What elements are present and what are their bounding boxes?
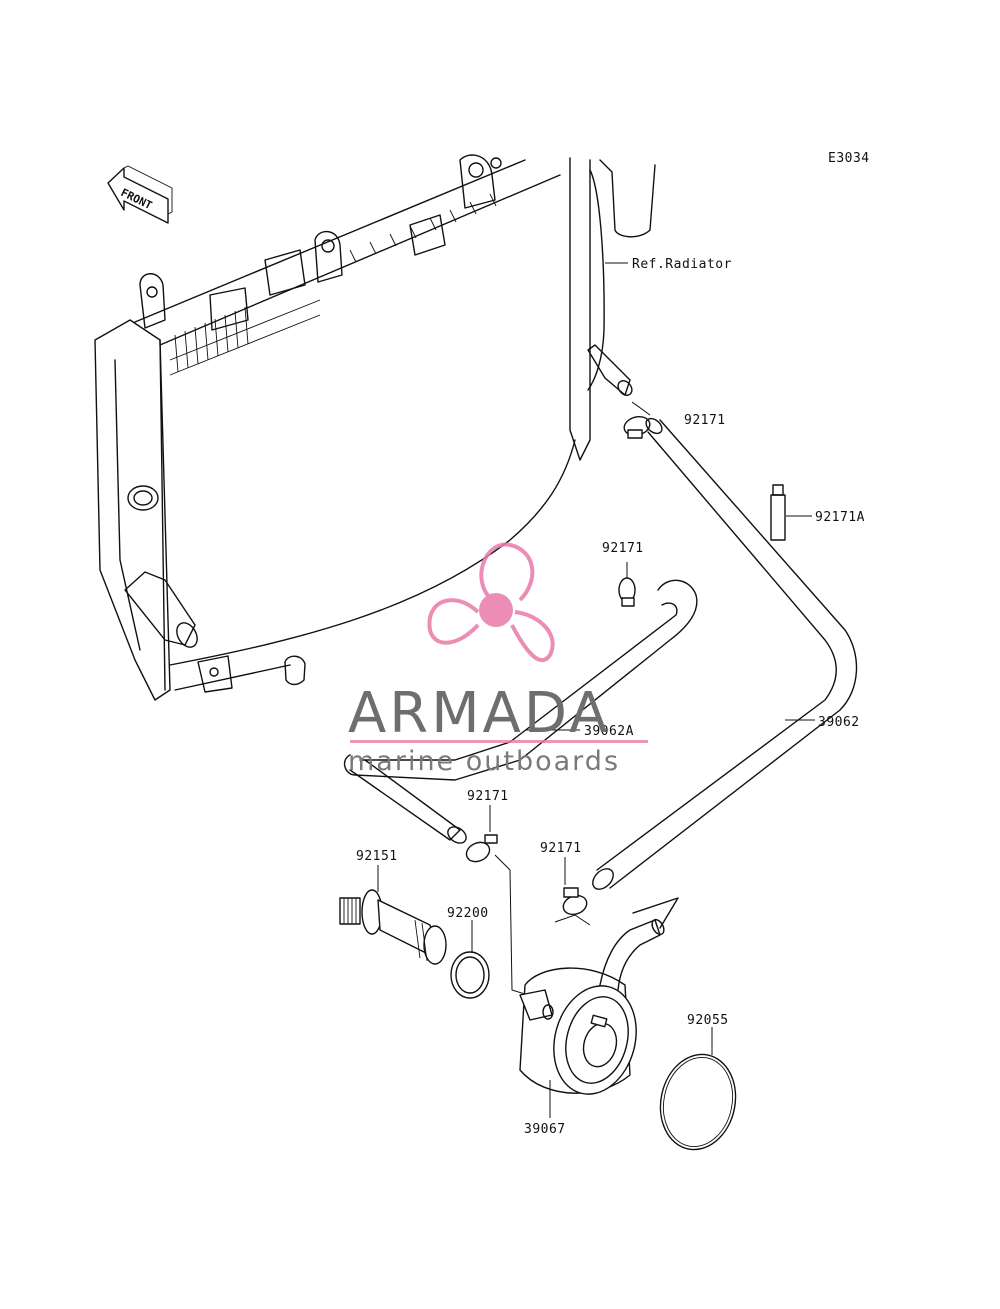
radiator (94, 154, 656, 701)
brand-watermark: ARMADA (348, 681, 610, 746)
fitting-92151 (339, 889, 447, 965)
hose-clamp-top (623, 415, 651, 439)
gasket-92200 (450, 951, 490, 999)
hose-39062 (592, 417, 858, 890)
hose-clamp-low (465, 834, 498, 863)
hose-clamp-mid (618, 577, 636, 607)
o-ring-92055 (659, 1053, 737, 1151)
part-number-39062A: 39062A (584, 724, 634, 739)
brand-divider (350, 740, 648, 743)
part-number-92171-low: 92171 (467, 789, 509, 804)
part-number-39067: 39067 (524, 1122, 566, 1137)
part-number-92151: 92151 (356, 849, 398, 864)
part-number-92200: 92200 (447, 906, 489, 921)
propeller-logo-icon (427, 542, 555, 663)
part-number-92171-mid: 92171 (602, 541, 644, 556)
oil-cooler-39067 (519, 897, 679, 1095)
part-number-92171-right: 92171 (540, 841, 582, 856)
diagram-code: E3034 (828, 151, 870, 166)
front-arrow-icon: FRONT (107, 165, 173, 224)
hose-39062A (343, 579, 698, 844)
radiator-reference-label: Ref.Radiator (632, 257, 732, 272)
hose-clamp-right (562, 887, 588, 916)
part-number-92171-top: 92171 (684, 413, 726, 428)
brand-tagline: marine outboards (348, 746, 620, 777)
part-number-92055: 92055 (687, 1013, 729, 1028)
clip-92171A (770, 484, 786, 541)
part-number-92171A: 92171A (815, 510, 865, 525)
part-number-39062: 39062 (818, 715, 860, 730)
